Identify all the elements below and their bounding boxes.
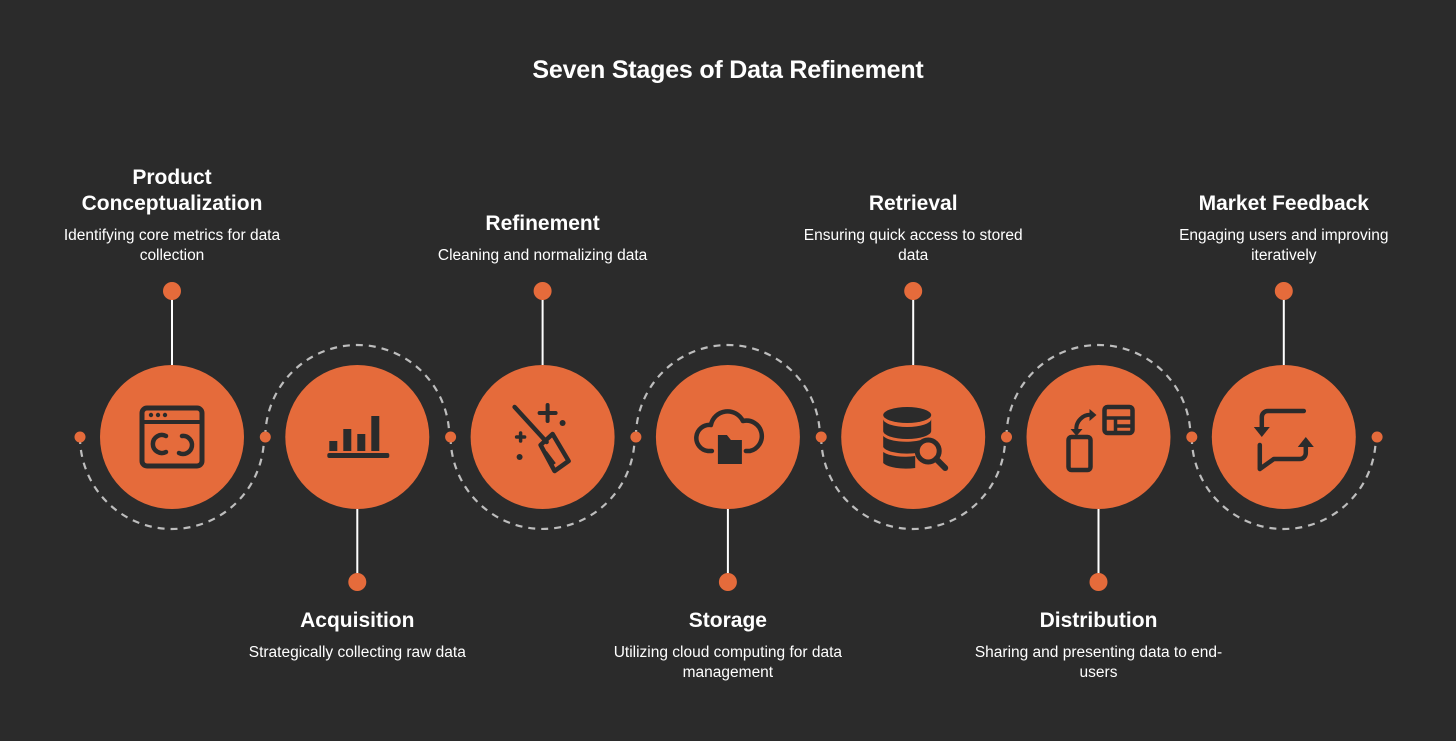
stage-2 [285,365,430,591]
stage-name: Product Conceptualization [81,166,263,215]
junction-dot [1186,431,1198,443]
database-search-icon [883,407,949,471]
stage-6 [1026,365,1171,591]
connector-dot [533,282,552,300]
feedback-loop-icon [1253,408,1314,472]
stage-name: Retrieval [868,192,958,215]
stage-name: Storage [688,609,767,632]
stage-circle [1211,365,1356,509]
connector-dot [1274,282,1293,300]
junction-dot [815,431,827,443]
stage-name: Acquisition [300,609,415,632]
stage-description: Strategically collecting raw data [248,644,466,661]
stage-description: Utilizing cloud computing for data manag… [613,644,843,681]
junction-dot [1371,431,1383,443]
browser-analytics-icon [139,405,205,469]
dashed-arc [264,343,451,438]
stage-description: Engaging users and improving iteratively [1179,227,1389,264]
diagram-title: Seven Stages of Data Refinement [532,56,924,84]
connector-dot [163,282,181,300]
stage-description: Cleaning and normalizing data [437,247,648,264]
stage-5 [841,282,986,509]
stage-description: Ensuring quick access to stored data [803,227,1023,264]
connector-dot [904,282,923,300]
dashed-arc [449,436,636,531]
dashed-arc [78,436,266,531]
stage-7 [1211,282,1356,509]
dashed-arc [634,343,821,438]
junction-dot [445,431,457,443]
stage-description: Sharing and presenting data to end-users [974,644,1223,681]
dashed-arc [1190,436,1377,531]
dashed-arc [820,436,1007,531]
stage-circle [1026,365,1171,509]
connector-dot [718,573,737,591]
dashed-arc [1005,343,1192,438]
device-share-icon [1066,404,1135,473]
stage-3 [470,282,615,509]
connector-dot [1089,573,1108,591]
stage-name: Distribution [1039,609,1158,632]
broom-sparkle-icon [512,403,571,474]
stage-circle [100,365,244,509]
cloud-folder-icon [694,409,764,464]
junction-dot [1001,431,1012,443]
stage-name: Market Feedback [1198,192,1369,215]
junction-dot [630,431,642,443]
dashed-connectors [74,343,1383,531]
connector-dot [348,573,367,591]
stage-name: Refinement [485,212,600,235]
stage-4 [655,365,800,591]
bar-chart-icon [327,416,390,458]
stage-description: Identifying core metrics for data collec… [63,227,281,264]
junction-dot [74,431,86,443]
junction-dot [259,431,271,443]
stage-1 [100,282,244,509]
